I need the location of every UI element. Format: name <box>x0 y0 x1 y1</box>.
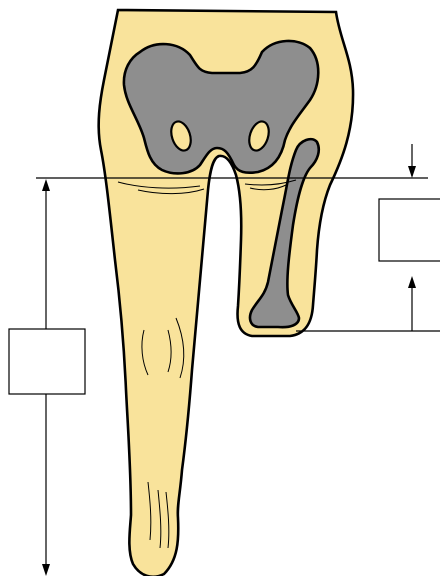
leg-length-arrow-top <box>42 179 50 191</box>
stump-arrow-top <box>408 166 416 178</box>
right-label-box <box>379 199 440 261</box>
stump-arrow-bottom <box>408 276 416 288</box>
leg-length-arrow-bottom <box>42 564 50 576</box>
left-label-box <box>9 329 85 394</box>
